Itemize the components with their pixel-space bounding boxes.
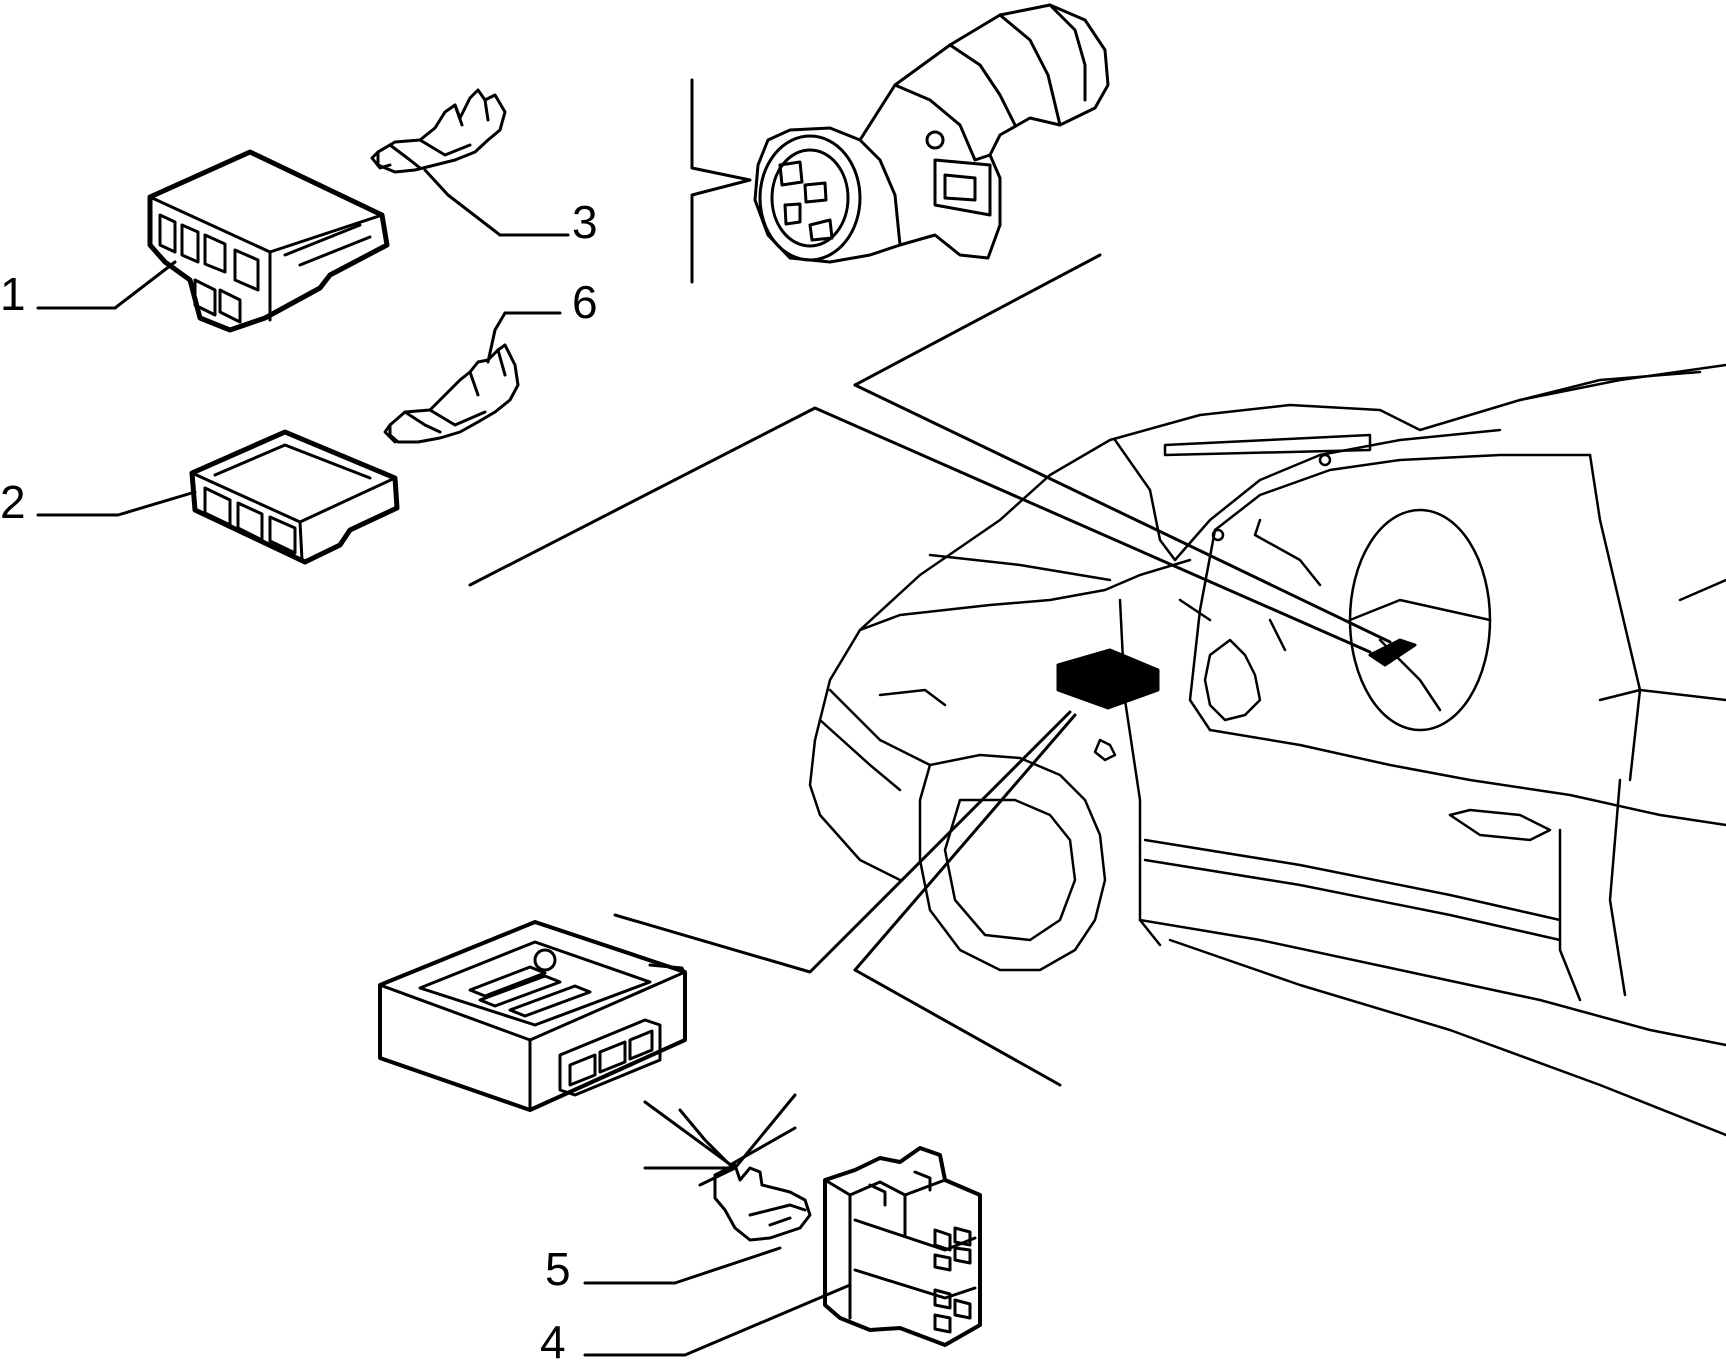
zoom-lines	[468, 253, 1392, 1087]
control-unit-location-marker	[1056, 648, 1160, 710]
control-unit-box	[378, 920, 687, 1112]
callout-label-6: 6	[572, 276, 598, 328]
callout-label-4: 4	[540, 1316, 566, 1360]
callout-label-5: 5	[545, 1243, 571, 1295]
connector-housing-part-2	[189, 429, 400, 565]
callout-label-2: 2	[0, 476, 26, 528]
ignition-location-marker	[1368, 638, 1417, 667]
car-body	[808, 363, 1726, 1137]
terminal-part-6	[383, 343, 520, 444]
terminal-part-3	[370, 88, 507, 174]
callout-label-1: 1	[0, 268, 26, 320]
callout-label-3: 3	[572, 196, 598, 248]
ignition-switch	[690, 3, 1110, 284]
connector-housing-part-1	[147, 149, 390, 333]
connector-block-part-4	[823, 1146, 982, 1347]
terminal-part-5	[713, 1163, 812, 1242]
callout-leaders	[36, 168, 852, 1357]
